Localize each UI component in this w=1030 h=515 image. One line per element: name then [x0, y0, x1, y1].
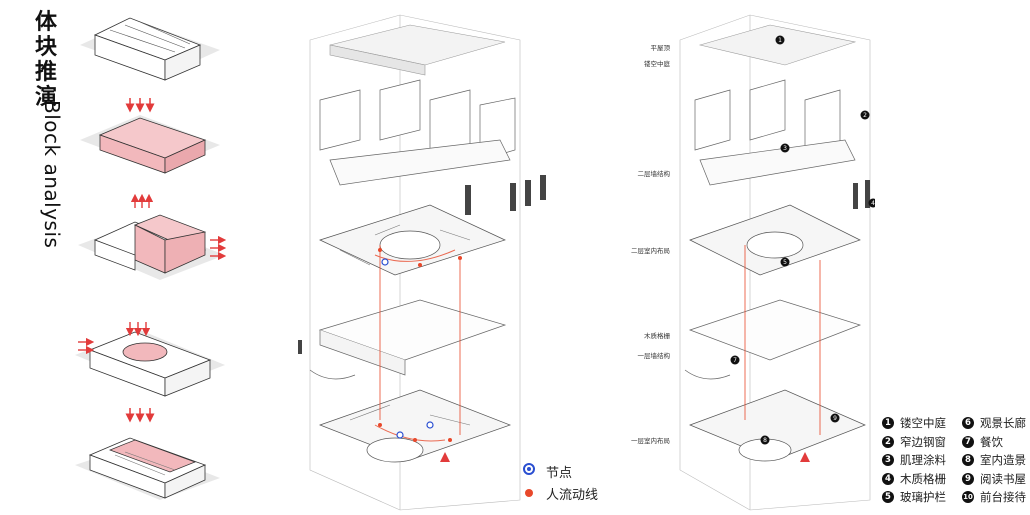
- key-number: 9: [962, 472, 974, 485]
- diagram-title-en: Block analysis: [40, 100, 64, 249]
- down-arrows: [125, 408, 155, 423]
- key-label: 镂空中庭: [900, 416, 946, 431]
- marker-label: 9: [833, 415, 837, 422]
- floor-label: 镂空中庭: [644, 60, 670, 68]
- key-label: 玻璃护栏: [900, 490, 946, 505]
- marker-label: 4: [871, 200, 875, 207]
- key-item: 8 室内造景: [962, 451, 1026, 470]
- key-item: 5 玻璃护栏: [882, 488, 946, 507]
- flow-dot-icon: [525, 488, 533, 497]
- floor-label: 一层墙结构: [637, 352, 671, 360]
- legend-flow-label: 人流动线: [546, 487, 599, 503]
- marker-label: 1: [778, 37, 782, 44]
- exploded-axonometric-left: [298, 14, 546, 511]
- floor-label: 二层墙结构: [637, 170, 671, 178]
- legend-item-flow: 人流动线: [520, 482, 598, 504]
- upper-wall-structure: [319, 79, 516, 186]
- key-list-left: 1 镂空中庭 2 窄边钢窗 3 肌理涂料 4 木质格栅 5 玻璃护栏: [882, 414, 946, 507]
- block-step-2: [80, 115, 220, 174]
- legend: 节点 人流动线: [520, 460, 598, 504]
- key-item: 1 镂空中庭: [882, 414, 946, 433]
- title-char: 块: [35, 35, 58, 60]
- key-item: 7 餐饮: [962, 433, 1026, 452]
- key-label: 木质格栅: [900, 471, 946, 486]
- exploded-axonometric-right: 1 2 3 4 5 7 8 9: [679, 14, 875, 511]
- key-label: 前台接待: [980, 490, 1026, 505]
- marker-label: 3: [783, 145, 787, 152]
- block-step-3: [78, 193, 227, 280]
- key-item: 10 前台接待: [962, 488, 1026, 507]
- ground-floor-plan: [318, 389, 512, 463]
- roof-plate: [329, 24, 506, 76]
- title-char: 推: [35, 60, 58, 85]
- floor-label: 一层室内布局: [631, 437, 670, 445]
- numbered-markers: 1 2 3 4 5 7 8 9: [730, 35, 875, 445]
- key-number: 8: [962, 454, 974, 467]
- floor-label: 木质格栅: [644, 332, 670, 340]
- key-label: 室内造景: [980, 453, 1026, 468]
- key-number: 7: [962, 435, 974, 448]
- floor-label: 平屋顶: [650, 44, 671, 52]
- key-label: 餐饮: [980, 434, 1003, 449]
- flow-dots: [378, 248, 462, 442]
- node-markers: [381, 258, 434, 439]
- key-number: 3: [882, 454, 894, 467]
- key-label: 窄边钢窗: [900, 434, 946, 449]
- marker-label: 8: [763, 437, 767, 444]
- node-icon: [523, 463, 535, 475]
- down-arrows: [125, 98, 155, 113]
- key-label: 肌理涂料: [900, 453, 946, 468]
- block-step-5: [75, 437, 220, 500]
- floor-labels: 平屋顶 镂空中庭 二层墙结构 二层室内布局 木质格栅 一层墙结构 一层室内布局: [600, 0, 670, 515]
- key-item: 2 窄边钢窗: [882, 433, 946, 452]
- key-label: 观景长廊: [980, 416, 1026, 431]
- key-number: 5: [882, 491, 894, 504]
- marker-label: 2: [863, 112, 867, 119]
- legend-item-node: 节点: [520, 460, 598, 482]
- key-number: 1: [882, 417, 894, 430]
- block-step-4: [75, 322, 225, 397]
- diagram-title-cn: 体 块 推 演: [35, 10, 61, 110]
- key-item: 4 木质格栅: [882, 470, 946, 489]
- key-number: 4: [882, 472, 894, 485]
- marker-label: 5: [783, 259, 787, 266]
- grille-panels: [465, 175, 546, 215]
- key-number: 2: [882, 435, 894, 448]
- legend-node-label: 节点: [546, 465, 573, 481]
- block-step-1: [80, 17, 220, 81]
- title-char: 演: [35, 85, 58, 110]
- key-number: 10: [962, 491, 974, 504]
- title-char: 体: [35, 10, 58, 35]
- first-floor-wall-structure: [298, 299, 507, 380]
- key-item: 6 观景长廊: [962, 414, 1026, 433]
- circulation-flow: [374, 245, 461, 442]
- key-list-right: 6 观景长廊 7 餐饮 8 室内造景 9 阅读书屋 10 前台接待: [962, 414, 1026, 507]
- key-item: 3 肌理涂料: [882, 451, 946, 470]
- block-analysis-column: [75, 17, 227, 500]
- marker-label: 7: [733, 357, 737, 364]
- key-number: 6: [962, 417, 974, 430]
- key-item: 9 阅读书屋: [962, 470, 1026, 489]
- key-label: 阅读书屋: [980, 471, 1026, 486]
- second-floor-plan: [319, 204, 506, 276]
- floor-label: 二层室内布局: [631, 247, 670, 255]
